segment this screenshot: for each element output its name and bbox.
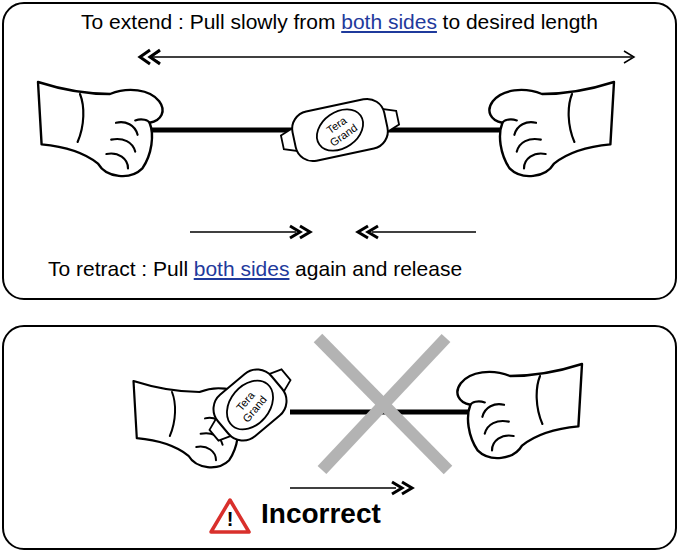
warning-text: Incorrect [261, 498, 381, 530]
instruction-line: To retract : Pullboth sidesagain and rel… [48, 257, 462, 281]
instruction-text: to desired length [443, 10, 598, 34]
retract-arrows [190, 226, 476, 238]
underlined-text: both sides [194, 257, 290, 281]
instruction-panel: To extend : Pull slowly fromboth sidesto… [2, 2, 677, 300]
left-hand [38, 82, 163, 176]
pull-arrow [290, 482, 412, 494]
instruction-line: To extend : Pull slowly fromboth sidesto… [4, 10, 675, 34]
cable-reel: Tera Grand [200, 365, 300, 445]
underlined-text: both sides [341, 10, 437, 34]
instruction-text: again and release [295, 257, 462, 281]
warning-triangle: ! [208, 497, 252, 535]
cross-mark [318, 338, 448, 470]
cable-reel: Tera Grand [273, 93, 407, 167]
right-hand [489, 82, 614, 176]
right-hand [457, 364, 582, 458]
warning-symbol: ! [208, 508, 252, 530]
incorrect-panel: Incorrect Tera Grand! [2, 325, 677, 550]
instruction-text: To retract : Pull [48, 257, 188, 281]
extend-arrow [140, 50, 634, 64]
instruction-text: To extend : Pull slowly from [81, 10, 335, 34]
